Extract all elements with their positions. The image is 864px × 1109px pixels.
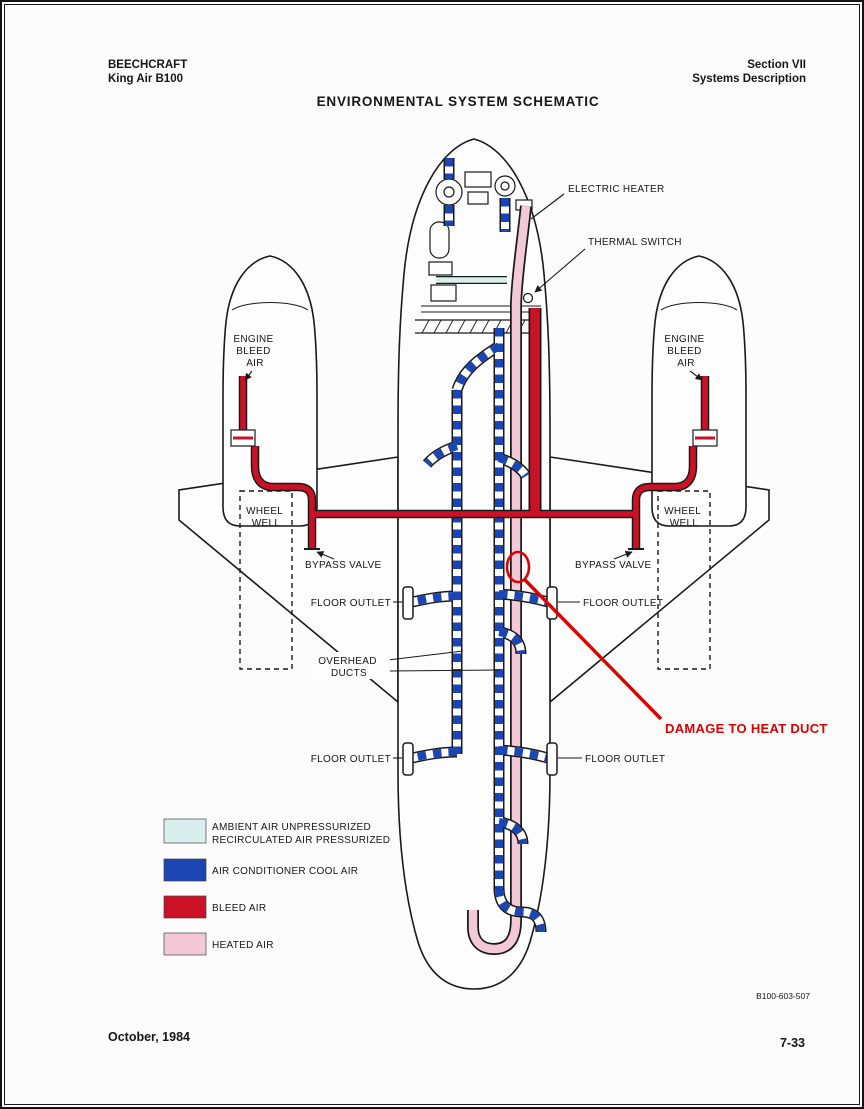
damage-pointer-line [523,578,663,721]
floor-outlet-upper-left [402,586,414,620]
bypass-valve-label-right: BYPASS VALVE [575,560,651,571]
aircraft-model: King Air B100 [108,72,183,85]
overhead-ducts-leader-2 [387,669,500,672]
left-wheel-well [239,490,293,670]
wheel-well-label-left: WHEEL WELL [246,506,286,529]
wheel-well-line1: WHEEL [664,506,701,517]
electric-heater-leader [530,193,565,220]
wheel-well-line2: WELL [252,518,281,529]
engine-bleed-line2: BLEED [667,346,701,357]
damage-annotation: DAMAGE TO HEAT DUCT [505,550,828,736]
figure-number: B100-603-507 [756,991,810,1001]
wheel-well-label-right: WHEEL WELL [664,506,704,529]
legend-label-cool-air: AIR CONDITIONER COOL AIR [212,866,358,877]
floor-outlet-label-lower-right: FLOOR OUTLET [585,754,665,765]
fuselage [397,138,551,990]
legend-swatch-cool-air [163,858,207,882]
overhead-ducts-line2: DUCTS [331,668,367,679]
thermal-switch [522,292,534,304]
page-number: 7-33 [779,1036,805,1050]
engine-bleed-leader-right [689,370,703,381]
leader-lines [244,193,703,759]
left-engine-nacelle [222,255,318,527]
overhead-label-backing [312,652,390,679]
wheel-well-line2: WELL [670,518,699,529]
right-nacelle-intake-line [660,302,738,311]
floor-outlet-lower-left [402,742,414,776]
equipment-box-2 [467,191,489,205]
thermal-switch-leader [534,248,586,293]
legend-label-ambient-air: AMBIENT AIR UNPRESSURIZED RECIRCULATED A… [212,822,390,846]
thermal-switch-label: THERMAL SWITCH [588,237,682,248]
damage-label: DAMAGE TO HEAT DUCT [665,721,828,736]
equipment-box-3 [428,261,453,276]
equipment-box-1 [464,171,492,188]
floor-outlet-label-lower-left: FLOOR OUTLET [311,754,391,765]
overhead-ducts-line1: OVERHEAD [318,656,377,667]
damage-circle [505,550,531,584]
left-nacelle-intake-line [231,302,309,311]
right-wheel-well [657,490,711,670]
electric-heater-label: ELECTRIC HEATER [568,184,665,195]
airframe [178,138,770,990]
engine-bleed-air-label-left: ENGINE BLEED AIR [233,334,276,369]
legend-ambient-line2: RECIRCULATED AIR PRESSURIZED [212,835,390,846]
legend-ambient-line1: AMBIENT AIR UNPRESSURIZED [212,822,371,833]
legend-swatch-ambient-air [163,818,207,844]
engine-bleed-line1: ENGINE [233,334,273,345]
page-title: ENVIRONMENTAL SYSTEM SCHEMATIC [316,94,600,109]
manufacturer-block: BEECHCRAFT King Air B100 [108,59,187,86]
publication-date: October, 1984 [108,1030,190,1044]
engine-bleed-line3: AIR [246,358,264,369]
engine-bleed-leader-left [244,370,253,381]
right-engine-nacelle [651,255,747,527]
blower-fan-right-hub [500,181,510,191]
engine-bleed-line3: AIR [677,358,695,369]
bypass-valve-label-left: BYPASS VALVE [305,560,381,571]
legend-label-bleed-air: BLEED AIR [212,903,266,914]
engine-bleed-line2: BLEED [236,346,270,357]
overhead-ducts-label: OVERHEAD DUCTS [318,656,380,679]
motor-box [430,284,457,302]
wheel-wells [239,490,711,670]
blower-fan-left-hub [443,186,455,198]
section-subtitle: Systems Description [692,72,806,85]
wheel-well-line1: WHEEL [246,506,283,517]
engine-bleed-air-label-right: ENGINE BLEED AIR [664,334,707,369]
floor-outlet-label-upper-right: FLOOR OUTLET [583,598,663,609]
oxygen-bottle [429,221,450,259]
section-block: Section VII Systems Description [692,59,806,86]
legend-swatch-bleed-air [163,895,207,919]
floor-outlets [402,586,558,776]
bypass-valve-leader-left [316,551,335,560]
section-title: Section VII [747,59,806,71]
floor-outlet-label-upper-left: FLOOR OUTLET [311,598,391,609]
overhead-ducts-leader-1 [387,650,464,661]
manufacturer-name: BEECHCRAFT [108,59,188,71]
bypass-valve-leader-right [613,551,633,560]
legend: AMBIENT AIR UNPRESSURIZED RECIRCULATED A… [163,818,390,956]
legend-label-heated-air: HEATED AIR [212,940,274,951]
floor-outlet-lower-right [546,742,558,776]
engine-bleed-line1: ENGINE [664,334,704,345]
legend-swatch-heated-air [163,932,207,956]
